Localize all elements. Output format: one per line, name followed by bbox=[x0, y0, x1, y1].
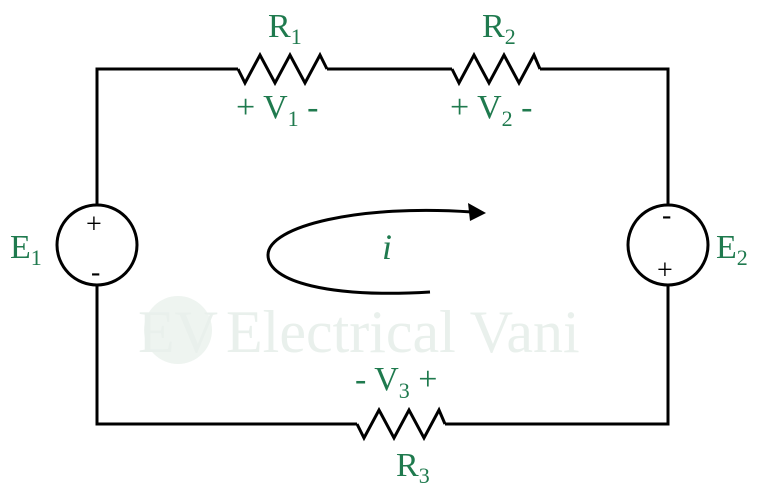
v1-label: + V1 - bbox=[236, 89, 318, 134]
current-loop-arrow bbox=[266, 208, 473, 295]
resistor-r1 bbox=[236, 51, 329, 87]
current-label: i bbox=[382, 227, 392, 267]
v3-label: - V3 + bbox=[355, 361, 437, 406]
r1-label: R1 bbox=[268, 8, 302, 49]
arrowhead-icon bbox=[468, 203, 486, 221]
e1-label: E1 bbox=[10, 229, 42, 270]
source-e2 bbox=[626, 203, 710, 287]
e2-label: E2 bbox=[716, 229, 748, 270]
e2-minus: - bbox=[662, 200, 671, 231]
resistor-r3 bbox=[355, 406, 447, 442]
e1-minus: - bbox=[91, 257, 100, 288]
resistor-r2 bbox=[450, 51, 542, 87]
v2-label: + V2 - bbox=[450, 89, 532, 134]
e1-plus: + bbox=[86, 209, 102, 240]
watermark-badge: EV bbox=[138, 299, 218, 365]
r2-label: R2 bbox=[482, 8, 516, 49]
source-e1 bbox=[55, 203, 139, 287]
wire-bottom bbox=[95, 285, 670, 426]
watermark-text: Electrical Vani bbox=[226, 299, 580, 365]
r3-label: R3 bbox=[396, 447, 430, 488]
wire-top bbox=[95, 67, 670, 205]
e2-plus: + bbox=[657, 255, 673, 286]
watermark: EV Electrical Vani bbox=[138, 296, 580, 365]
